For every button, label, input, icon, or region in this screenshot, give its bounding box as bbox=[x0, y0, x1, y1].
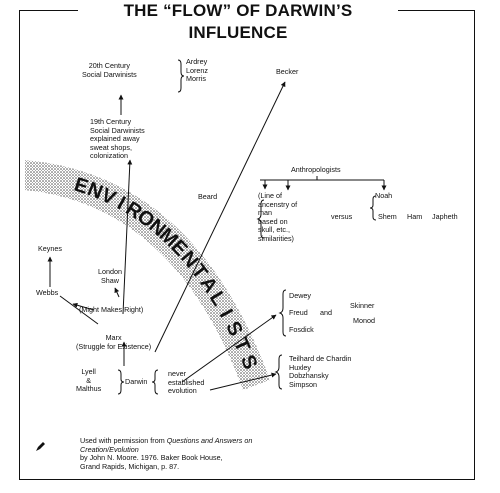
credit-note: Used with permission from Questions and … bbox=[80, 436, 253, 471]
node-keynes: Keynes bbox=[38, 244, 62, 253]
anthropologists-split bbox=[260, 179, 385, 188]
webbs-to-marx bbox=[59, 295, 99, 325]
node-beard: Beard bbox=[198, 192, 218, 201]
arrow-to-webbs bbox=[72, 302, 95, 311]
node-noah: Noah bbox=[375, 191, 393, 200]
node-fosdick: Fosdick bbox=[289, 325, 314, 334]
arrow-to-london-shaw bbox=[114, 287, 120, 298]
arrow-to-19th-century bbox=[122, 159, 133, 315]
node-marx: Marx(Struggle for Existence) bbox=[76, 333, 152, 351]
connectors bbox=[47, 81, 387, 391]
node-ham: Ham bbox=[407, 212, 423, 221]
arrow-to-dewey-group bbox=[181, 314, 277, 383]
node-anthropologists: Anthropologists bbox=[291, 165, 341, 174]
node-dewey: Dewey bbox=[289, 291, 311, 300]
node-darwin: Darwin bbox=[125, 377, 148, 386]
arrow-to-becker bbox=[154, 81, 286, 353]
node-might-makes-right: (Might Makes Right) bbox=[79, 305, 144, 314]
node-and: and bbox=[320, 308, 332, 317]
environmentalists-band bbox=[25, 160, 270, 390]
arrow-to-teilhard-group bbox=[209, 372, 277, 391]
node-webbs: Webbs bbox=[36, 288, 59, 297]
node-freud: Freud bbox=[289, 308, 308, 317]
pencil-icon bbox=[36, 442, 45, 451]
braces bbox=[117, 59, 377, 395]
node-japheth: Japheth bbox=[432, 212, 458, 221]
band-letter: E bbox=[71, 174, 90, 199]
node-becker: Becker bbox=[276, 67, 299, 76]
node-versus: versus bbox=[331, 212, 353, 221]
node-shem: Shem bbox=[378, 212, 397, 221]
node-lyell-malthus: Lyell&Malthus bbox=[76, 367, 102, 394]
diagram-title: THE “FLOW” OF DARWIN’S INFLUENCE bbox=[78, 0, 398, 42]
